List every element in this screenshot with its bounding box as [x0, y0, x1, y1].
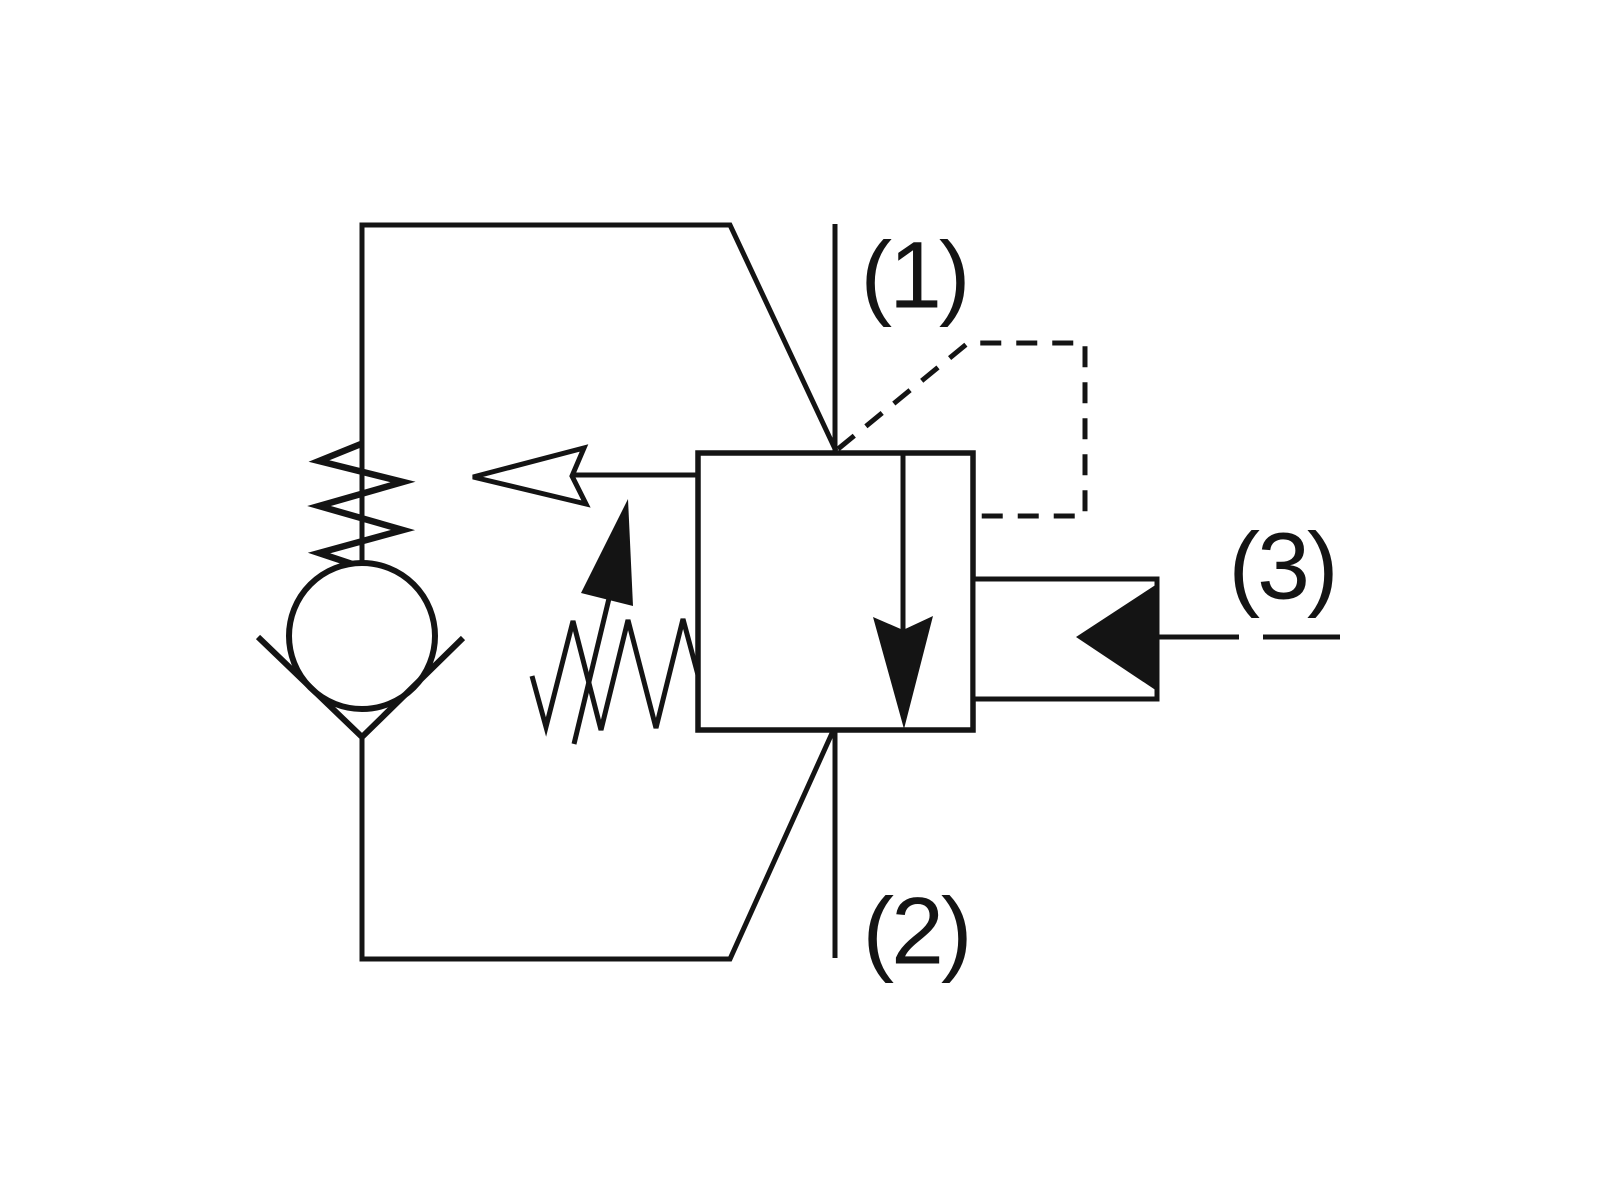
vent-arrowhead-icon [472, 444, 591, 508]
check-valve-seat-icon [255, 634, 466, 742]
adjustment-arrowhead-icon [581, 499, 633, 606]
piping-lines [359, 222, 1340, 962]
port-3-label: (3) [1228, 513, 1338, 620]
dashed-pilot-line [836, 340, 1088, 519]
down-flow-arrow [873, 455, 933, 729]
pilot-actuator-arrow-icon [1076, 584, 1157, 691]
pilot-actuator [970, 576, 1160, 702]
check-valve [255, 440, 466, 742]
bottom-loop-line [359, 729, 836, 962]
down-flow-arrowhead-icon [873, 616, 933, 729]
top-loop-line [359, 222, 839, 564]
port-1-label: (1) [860, 222, 970, 329]
adjustable-spring-icon [529, 618, 701, 737]
check-valve-spring-icon [307, 440, 416, 571]
port-2-label: (2) [862, 878, 972, 985]
main-valve-body [695, 450, 976, 733]
adjustment-arrow [571, 499, 633, 745]
adjustment-arrow-shaft [571, 585, 615, 745]
check-valve-ball-icon [286, 560, 438, 712]
